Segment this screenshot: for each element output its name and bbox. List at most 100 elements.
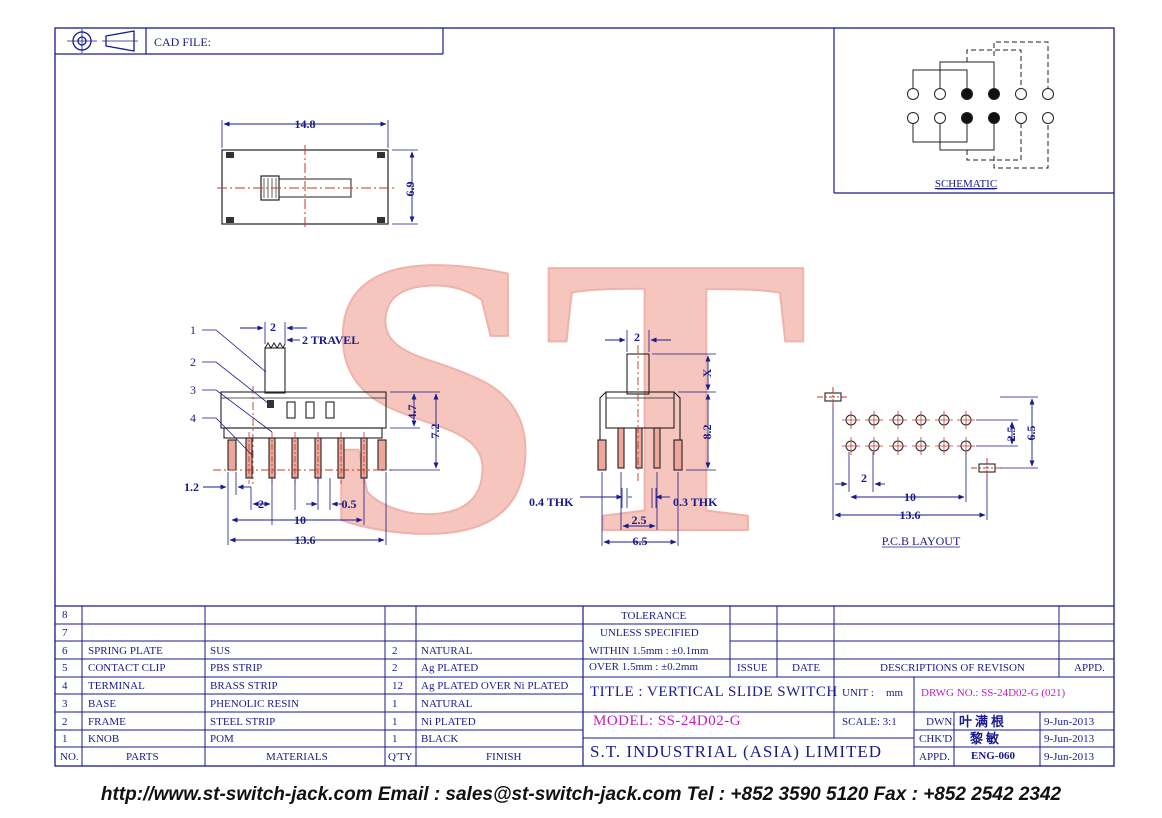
- schematic-link-bottom-2: [939, 124, 995, 151]
- bom-row-8-part: KNOB: [88, 733, 120, 746]
- schematic-dash-top-1: [966, 49, 1022, 88]
- descriptions-header: DESCRIPTIONS OF REVISON: [880, 662, 1025, 674]
- schematic-contact-1-3: [961, 88, 973, 100]
- top-view: [217, 120, 418, 230]
- bom-row-6-qty: 1: [392, 697, 398, 710]
- dwn-name: 叶满根: [959, 714, 1008, 729]
- schematic-contact-2-4: [988, 112, 1000, 124]
- schematic-contact-2-2: [934, 112, 946, 124]
- appd-date: 9-Jun-2013: [1044, 751, 1095, 763]
- bom-row-7-finish: Ni PLATED: [421, 715, 476, 728]
- bom-header-parts: PARTS: [126, 751, 159, 763]
- dim-10: 10: [294, 513, 306, 527]
- schematic-contact-1-4: [988, 88, 1000, 100]
- bom-row-4-no: 5: [62, 662, 68, 675]
- dim-7-2: 7.2: [428, 424, 442, 439]
- bom-row-5-no: 4: [62, 680, 68, 692]
- pcb-2-5-dim: 2.5: [1004, 427, 1018, 442]
- cad-file-label: CAD FILE:: [154, 35, 211, 49]
- bom-row-4-finish: Ag PLATED: [421, 662, 479, 675]
- bom-row-7-qty: 1: [392, 715, 398, 728]
- dim-0-5: 0.5: [342, 497, 357, 511]
- schematic-contact-1-2: [934, 88, 946, 100]
- unit-label: UNIT :: [842, 687, 874, 699]
- dim-4-7: 4.7: [405, 405, 419, 420]
- over-tolerance: OVER 1.5mm : ±0.2mm: [589, 661, 699, 673]
- bom-row-8-material: POM: [210, 733, 234, 746]
- side-2-5-dim: 2.5: [632, 513, 647, 527]
- bom-row-6-material: PHENOLIC RESIN: [210, 697, 299, 710]
- callout-1: 1: [190, 323, 196, 337]
- date-header: DATE: [792, 662, 821, 674]
- bom-row-1-no: 8: [62, 609, 68, 621]
- scale-label: SCALE: 3:1: [842, 716, 897, 728]
- top-height-dim: 6.9: [403, 182, 417, 197]
- bom-row-3-material: SUS: [210, 644, 231, 657]
- bom-row-5-qty: 12: [392, 680, 403, 692]
- bom-row-3-finish: NATURAL: [421, 644, 473, 657]
- tolerance-label: TOLERANCE: [621, 610, 687, 622]
- schematic-contact-2-3: [961, 112, 973, 124]
- pcb-13-6-dim: 13.6: [900, 508, 921, 522]
- appd-label: APPD.: [919, 751, 950, 763]
- pcb-10-dim: 10: [904, 490, 916, 504]
- unit-value: mm: [886, 687, 904, 699]
- callout-3: 3: [190, 383, 196, 397]
- thk-right: 0.3 THK: [673, 495, 718, 509]
- dwn-date: 9-Jun-2013: [1044, 716, 1095, 728]
- bom-row-4-part: CONTACT CLIP: [88, 662, 166, 675]
- dim-pitch-2: 2: [258, 497, 264, 511]
- dim-13-6: 13.6: [295, 533, 316, 547]
- pcb-layout: [817, 387, 1038, 520]
- travel-label: 2 TRAVEL: [302, 333, 359, 347]
- schematic-contact-2-5: [1015, 112, 1027, 124]
- bom-row-6-no: 3: [62, 697, 68, 710]
- chkd-label: CHK'D: [919, 733, 953, 745]
- bom-row-4-material: PBS STRIP: [210, 662, 263, 675]
- knob-width-dim: 2: [270, 320, 276, 334]
- unless-specified: UNLESS SPECIFIED: [600, 627, 699, 639]
- callout-2: 2: [190, 355, 196, 369]
- model-number: MODEL: SS-24D02-G: [593, 713, 742, 729]
- front-callouts: 1 2 3 4: [190, 323, 196, 425]
- pcb-6-5-dim: 6.5: [1024, 426, 1038, 441]
- st-watermark: ST: [319, 173, 810, 618]
- bom-row-8-qty: 1: [392, 733, 398, 746]
- side-top-dim: 2: [634, 330, 640, 344]
- watermark-text: ST: [320, 174, 809, 617]
- contact-footer: http://www.st-switch-jack.com Email : sa…: [100, 784, 1062, 805]
- schematic-contact-1-6: [1042, 88, 1054, 100]
- bom-row-5-finish: Ag PLATED OVER Ni PLATED: [421, 680, 569, 692]
- bom-header-materials: MATERIALS: [266, 751, 328, 763]
- front-view: [202, 322, 440, 545]
- thk-left: 0.4 THK: [529, 495, 574, 509]
- within-tolerance: WITHIN 1.5mm : ±0.1mm: [589, 645, 709, 657]
- bom-row-6-part: BASE: [88, 697, 117, 710]
- side-8-2-dim: 8.2: [700, 425, 714, 440]
- title-block-grid: [55, 605, 1114, 766]
- schematic-contact-2-1: [907, 112, 919, 124]
- bom-row-2-no: 7: [62, 626, 68, 639]
- bom-row-3-no: 6: [62, 644, 68, 657]
- appd-name: ENG-060: [971, 750, 1015, 762]
- schematic-contact-1-1: [907, 88, 919, 100]
- bom-row-7-material: STEEL STRIP: [210, 715, 276, 728]
- bom-header-no: NO.: [60, 751, 79, 763]
- dim-1-2: 1.2: [184, 480, 199, 494]
- drawing-title: TITLE : VERTICAL SLIDE SWITCH: [590, 684, 838, 700]
- schematic-link-top-2: [939, 61, 995, 88]
- bom-row-7-no: 2: [62, 715, 68, 728]
- bom-row-3-part: SPRING PLATE: [88, 644, 163, 657]
- issue-header: ISSUE: [737, 662, 768, 674]
- bom-row-4-qty: 2: [392, 662, 398, 675]
- pcb-layout-label: P.C.B LAYOUT: [882, 534, 961, 548]
- side-view: [580, 330, 716, 546]
- top-width-dim: 14.8: [295, 117, 316, 131]
- schematic-contact-2-6: [1042, 112, 1054, 124]
- drawing-number: DRWG NO.: SS-24D02-G (021): [921, 687, 1066, 699]
- side-x-dim: X: [700, 368, 714, 377]
- chkd-date: 9-Jun-2013: [1044, 733, 1095, 745]
- side-6-5-dim: 6.5: [633, 534, 648, 548]
- schematic-box: SCHEMATIC: [833, 28, 1114, 194]
